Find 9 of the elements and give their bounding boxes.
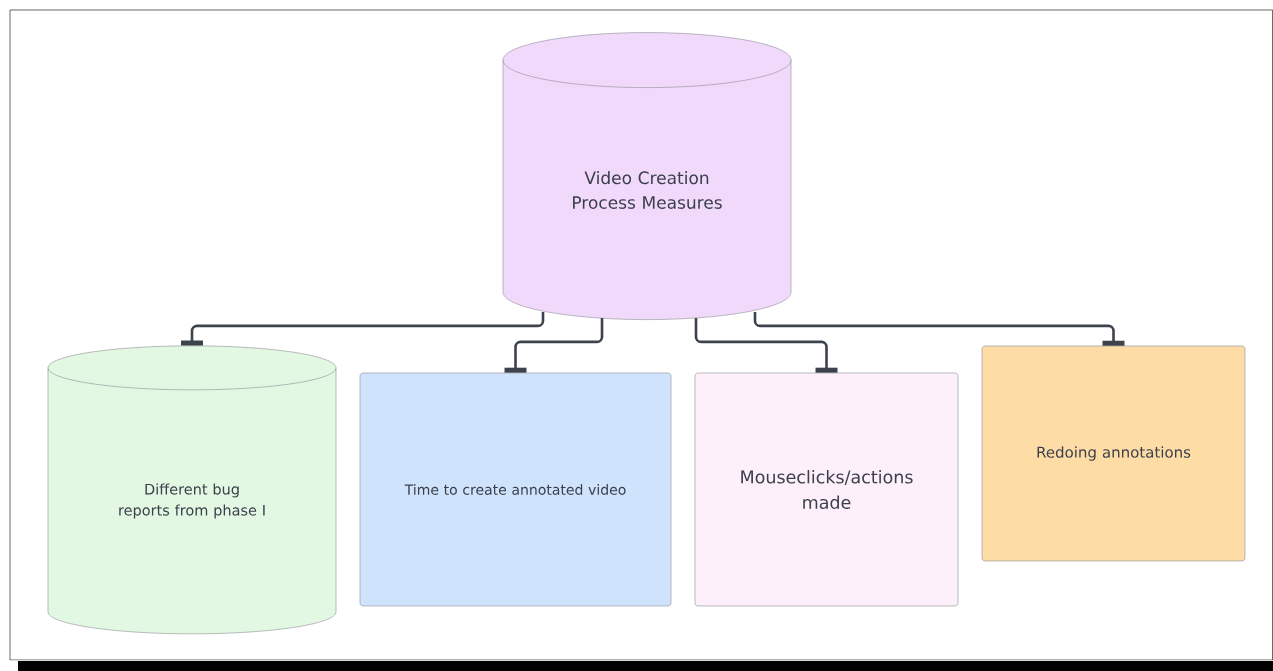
rounded-box: Time to create annotated video: [359, 372, 672, 607]
cylinder: Different bug reports from phase I: [47, 345, 337, 635]
cylinder: Video Creation Process Measures: [502, 32, 792, 320]
connector: [504, 317, 604, 373]
rounded-box: Redoing annotations: [981, 345, 1246, 562]
connector: [181, 311, 545, 346]
connector: [694, 317, 838, 373]
connector: [753, 311, 1125, 346]
rounded-box: Mouseclicks/actions made: [694, 372, 959, 607]
